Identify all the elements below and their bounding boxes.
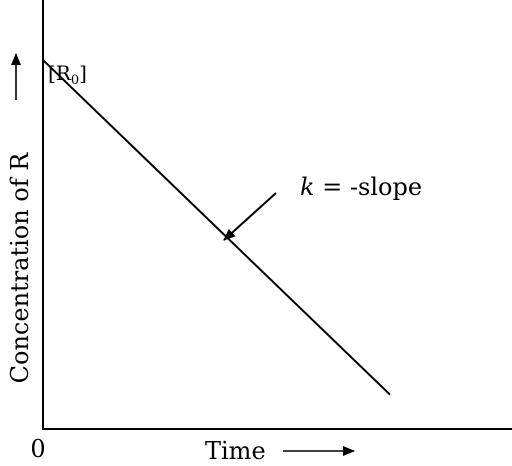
- intercept-label: [R0]: [48, 61, 87, 88]
- x-axis-label: Time: [205, 437, 266, 465]
- slope-annotation: k = -slope: [300, 173, 422, 201]
- series-line: [42, 59, 391, 396]
- origin-label: 0: [30, 435, 45, 463]
- slope-annotation-arrow: [223, 192, 277, 241]
- y-axis-label: Concentration of R: [6, 152, 34, 384]
